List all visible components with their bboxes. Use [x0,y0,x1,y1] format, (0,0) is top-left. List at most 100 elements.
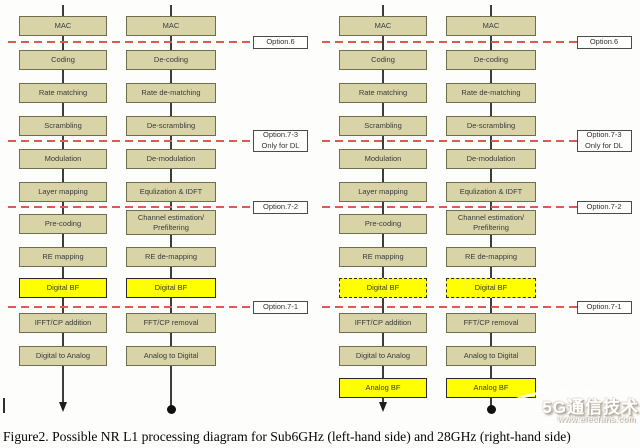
process-node: Coding [339,49,427,70]
process-node: Analog BF [339,378,427,398]
process-node-label: Layer mapping [358,187,408,197]
option-label-box: Option.7-1 [253,300,308,314]
process-node: De-coding [446,49,536,70]
process-node: MAC [339,16,427,36]
process-node-label: Pre-coding [364,219,402,229]
process-node-label: IFFT/CP addition [34,318,92,328]
process-node: MAC [446,16,536,36]
option-split-line [8,205,253,208]
process-node-label: Coding [51,54,75,64]
option-label: Option.7-1 [262,301,299,311]
process-node: De-modulation [126,149,216,169]
process-node-label: Digital BF [474,282,508,292]
process-node-label: Equlization & IDFT [139,187,203,197]
process-node-label: MAC [374,21,392,31]
process-node-label: De-coding [473,54,509,64]
process-node: Digital to Analog [339,345,427,366]
figure-caption: Figure2. Possible NR L1 processing diagr… [3,429,571,444]
process-node-label: Modulation [364,154,402,164]
process-node-label: RE de-mapping [144,251,198,261]
watermark-logo-icon [494,388,597,437]
option-label-box: Option.7-2 [576,200,632,214]
process-node: Digital BF [339,277,427,298]
process-node-label: Scrambling [44,120,82,130]
process-node: Rate de-matching [126,82,216,103]
watermark-brand: 5G通信技术 [542,398,639,417]
option-label: Option.6 [589,37,619,47]
option-split-line [322,41,577,44]
process-node-label: RE mapping [42,251,84,261]
option-label-box: Option.6 [253,36,308,49]
process-node: Digital to Analog [19,345,107,366]
process-node-label: De-modulation [146,154,196,164]
process-node: RE mapping [19,246,107,267]
process-node: FFT/CP removal [126,313,216,333]
process-node-label: Analog to Digital [143,350,199,360]
process-node-label: IFFT/CP addition [354,318,412,328]
option-split-line [322,205,577,208]
process-node: Scrambling [339,115,427,136]
process-node: Modulation [339,149,427,169]
process-node: Digital BF [126,277,216,298]
process-node: Pre-coding [19,214,107,234]
process-node-label: Modulation [44,154,82,164]
process-node: Layer mapping [19,182,107,202]
process-node-label: Channel estimation/ Prefiltering [457,213,525,232]
process-node-label: Digital BF [154,282,188,292]
process-node: De-scrambling [126,115,216,136]
process-node: IFFT/CP addition [19,313,107,333]
process-node-label: Pre-coding [44,219,82,229]
process-node: Layer mapping [339,182,427,202]
option-label-box: Option.7-2 [253,200,308,214]
process-node: Rate matching [19,82,107,103]
process-node: De-modulation [446,149,536,169]
process-node: Scrambling [19,115,107,136]
process-node-label: Analog BF [365,383,401,393]
process-node: Coding [19,49,107,70]
process-node-label: Digital to Analog [355,350,411,360]
option-label-box: Option.6 [576,36,632,49]
option-note: Only for DL [585,140,623,150]
process-node-label: De-coding [153,54,189,64]
option-note: Only for DL [261,140,300,150]
flow-line [382,5,384,402]
process-node: De-scrambling [446,115,536,136]
process-node: Analog BF [446,378,536,398]
process-node-label: FFT/CP removal [463,318,519,328]
process-node-label: De-scrambling [146,120,196,130]
process-node: Channel estimation/ Prefiltering [446,210,536,235]
process-node: Rate de-matching [446,82,536,103]
option-label: Option.7-3 [586,130,622,139]
process-node-label: Layer mapping [38,187,88,197]
option-label-box: Option.7-1 [576,300,632,314]
option-split-line [322,139,577,142]
process-node: Rate matching [339,82,427,103]
flow-line [62,5,64,402]
process-node-label: Rate de-matching [141,87,201,97]
process-node-label: Channel estimation/ Prefiltering [137,213,205,232]
process-node: RE mapping [339,246,427,267]
process-node-label: MAC [162,21,180,31]
watermark: 5G通信技术 www.elecfans.com [490,385,640,437]
process-node: Digital BF [446,277,536,298]
process-node: Analog to Digital [126,345,216,366]
process-node-label: Analog to Digital [463,350,519,360]
process-node: MAC [126,16,216,36]
process-node-label: RE de-mapping [464,251,518,261]
option-label: Option.7-2 [586,201,622,211]
process-node: MAC [19,16,107,36]
watermark-site-url: www.elecfans.com [557,414,636,424]
process-node-label: Analog BF [473,383,509,393]
process-node-label: De-scrambling [466,120,516,130]
process-node: IFFT/CP addition [339,313,427,333]
option-split-line [8,41,253,44]
arrow-down-icon [58,402,67,412]
process-node: Modulation [19,149,107,169]
process-node-label: MAC [54,21,72,31]
option-label: Option.7-1 [586,301,622,311]
process-node-label: Digital to Analog [35,350,91,360]
process-node-label: Digital BF [46,282,80,292]
